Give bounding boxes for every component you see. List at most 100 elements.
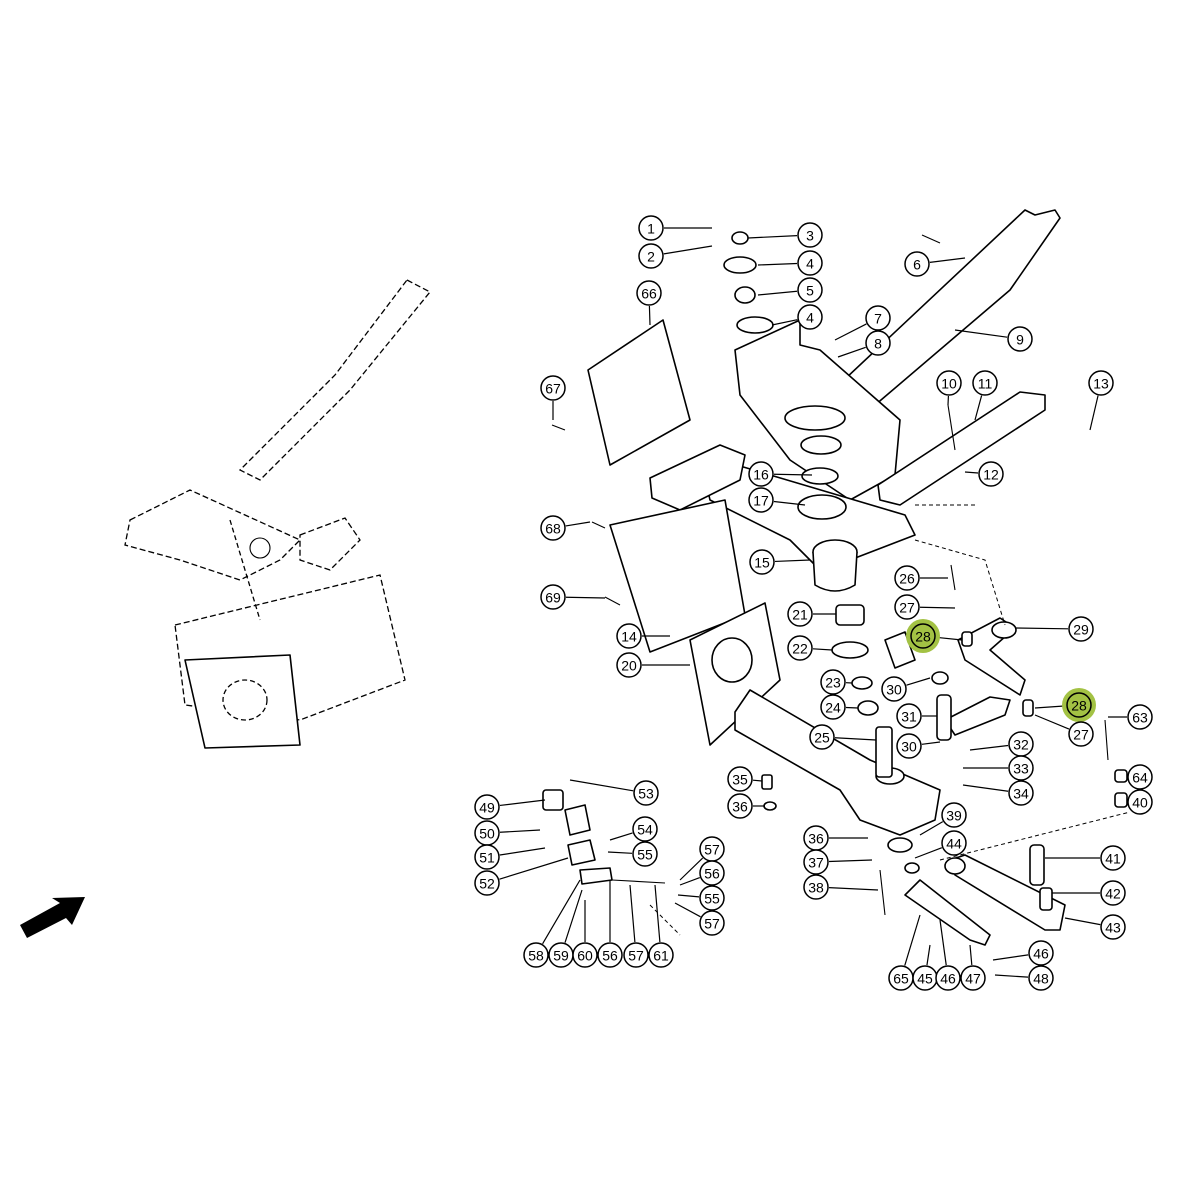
- callout-circle: [540, 515, 566, 541]
- callout-part-69[interactable]: 69: [540, 584, 566, 610]
- callout-part-42[interactable]: 42: [1100, 880, 1126, 906]
- leader-line: [747, 235, 798, 239]
- callout-part-9[interactable]: 9: [1007, 326, 1033, 352]
- leader-line: [935, 636, 963, 641]
- callout-part-34[interactable]: 34: [1008, 780, 1034, 806]
- callout-part-56[interactable]: 56: [597, 942, 623, 968]
- callout-part-40[interactable]: 40: [1127, 789, 1153, 815]
- callout-number: 36: [808, 831, 824, 847]
- callout-part-45[interactable]: 45: [912, 965, 938, 991]
- callout-circle: [727, 793, 753, 819]
- callout-part-21[interactable]: 21: [787, 601, 813, 627]
- leader-line: [757, 290, 798, 296]
- callout-circle: [540, 584, 566, 610]
- callout-part-63[interactable]: 63: [1127, 704, 1153, 730]
- callout-part-39[interactable]: 39: [941, 802, 967, 828]
- callout-part-50[interactable]: 50: [474, 820, 500, 846]
- callout-part-11[interactable]: 11: [972, 370, 998, 396]
- callout-part-57[interactable]: 57: [623, 942, 649, 968]
- callout-part-38[interactable]: 38: [803, 874, 829, 900]
- callout-part-15[interactable]: 15: [749, 549, 775, 575]
- callout-part-53[interactable]: 53: [633, 780, 659, 806]
- callout-part-10[interactable]: 10: [936, 370, 962, 396]
- callout-part-66[interactable]: 66: [636, 280, 662, 306]
- callout-part-20[interactable]: 20: [616, 652, 642, 678]
- callout-part-46[interactable]: 46: [935, 965, 961, 991]
- callout-part-51[interactable]: 51: [474, 844, 500, 870]
- callout-number: 32: [1013, 737, 1029, 753]
- callout-circle: [523, 942, 549, 968]
- callout-part-6[interactable]: 6: [904, 251, 930, 277]
- callout-part-68[interactable]: 68: [540, 515, 566, 541]
- callout-part-67[interactable]: 67: [540, 375, 566, 401]
- callout-part-35[interactable]: 35: [727, 766, 753, 792]
- callout-part-28-highlighted[interactable]: 28: [906, 619, 940, 653]
- callout-part-4[interactable]: 4: [797, 250, 823, 276]
- callout-part-8[interactable]: 8: [865, 330, 891, 356]
- callout-part-13[interactable]: 13: [1088, 370, 1114, 396]
- direction-arrow-icon: [20, 897, 85, 938]
- callout-part-49[interactable]: 49: [474, 794, 500, 820]
- callout-part-32[interactable]: 32: [1008, 731, 1034, 757]
- callout-part-55[interactable]: 55: [632, 841, 658, 867]
- callout-part-26[interactable]: 26: [894, 565, 920, 591]
- callout-part-7[interactable]: 7: [865, 305, 891, 331]
- callout-number: 4: [806, 256, 814, 272]
- callout-part-41[interactable]: 41: [1100, 845, 1126, 871]
- leader-line: [964, 471, 979, 474]
- callout-part-64[interactable]: 64: [1127, 764, 1153, 790]
- callout-part-30[interactable]: 30: [896, 733, 922, 759]
- callout-part-27[interactable]: 27: [894, 594, 920, 620]
- callout-part-65[interactable]: 65: [888, 965, 914, 991]
- callout-circle: [1100, 880, 1126, 906]
- callout-part-17[interactable]: 17: [748, 487, 774, 513]
- callout-part-33[interactable]: 33: [1008, 755, 1034, 781]
- callout-part-23[interactable]: 23: [820, 669, 846, 695]
- callout-part-24[interactable]: 24: [820, 694, 846, 720]
- callout-part-61[interactable]: 61: [648, 942, 674, 968]
- callout-part-28-highlighted[interactable]: 28: [1062, 688, 1096, 722]
- callout-part-25[interactable]: 25: [809, 724, 835, 750]
- callout-number: 9: [1016, 332, 1024, 348]
- callout-part-48[interactable]: 48: [1028, 965, 1054, 991]
- callout-part-3[interactable]: 3: [797, 222, 823, 248]
- callout-part-54[interactable]: 54: [632, 816, 658, 842]
- callout-part-16[interactable]: 16: [748, 461, 774, 487]
- callout-part-57[interactable]: 57: [699, 836, 725, 862]
- callout-part-46[interactable]: 46: [1028, 940, 1054, 966]
- callout-part-47[interactable]: 47: [960, 965, 986, 991]
- callout-number: 28: [915, 629, 931, 645]
- callout-circle: [910, 623, 936, 649]
- callout-part-1[interactable]: 1: [638, 215, 664, 241]
- callout-circle: [896, 733, 922, 759]
- callout-part-14[interactable]: 14: [616, 623, 642, 649]
- callout-part-58[interactable]: 58: [523, 942, 549, 968]
- callout-part-37[interactable]: 37: [803, 849, 829, 875]
- callout-part-60[interactable]: 60: [572, 942, 598, 968]
- callout-part-5[interactable]: 5: [797, 277, 823, 303]
- callout-part-36[interactable]: 36: [727, 793, 753, 819]
- callout-part-31[interactable]: 31: [896, 703, 922, 729]
- callout-part-36[interactable]: 36: [803, 825, 829, 851]
- callout-part-55[interactable]: 55: [699, 885, 725, 911]
- callout-part-57[interactable]: 57: [699, 910, 725, 936]
- callout-circle: [797, 222, 823, 248]
- callout-part-4[interactable]: 4: [797, 304, 823, 330]
- callout-part-30[interactable]: 30: [881, 676, 907, 702]
- callout-part-27[interactable]: 27: [1068, 721, 1094, 747]
- callout-part-56[interactable]: 56: [699, 860, 725, 886]
- dashed-assembly-lines: [649, 504, 1131, 936]
- callout-number: 63: [1132, 710, 1148, 726]
- callout-part-52[interactable]: 52: [474, 870, 500, 896]
- callout-part-59[interactable]: 59: [548, 942, 574, 968]
- callout-number: 17: [753, 493, 769, 509]
- callout-part-44[interactable]: 44: [941, 830, 967, 856]
- callout-part-2[interactable]: 2: [638, 243, 664, 269]
- callout-part-22[interactable]: 22: [787, 635, 813, 661]
- callout-circle: [638, 215, 664, 241]
- callout-part-29[interactable]: 29: [1068, 616, 1094, 642]
- callout-part-12[interactable]: 12: [978, 461, 1004, 487]
- callout-part-43[interactable]: 43: [1100, 914, 1126, 940]
- callout-number: 54: [637, 822, 653, 838]
- callout-number: 59: [553, 948, 569, 964]
